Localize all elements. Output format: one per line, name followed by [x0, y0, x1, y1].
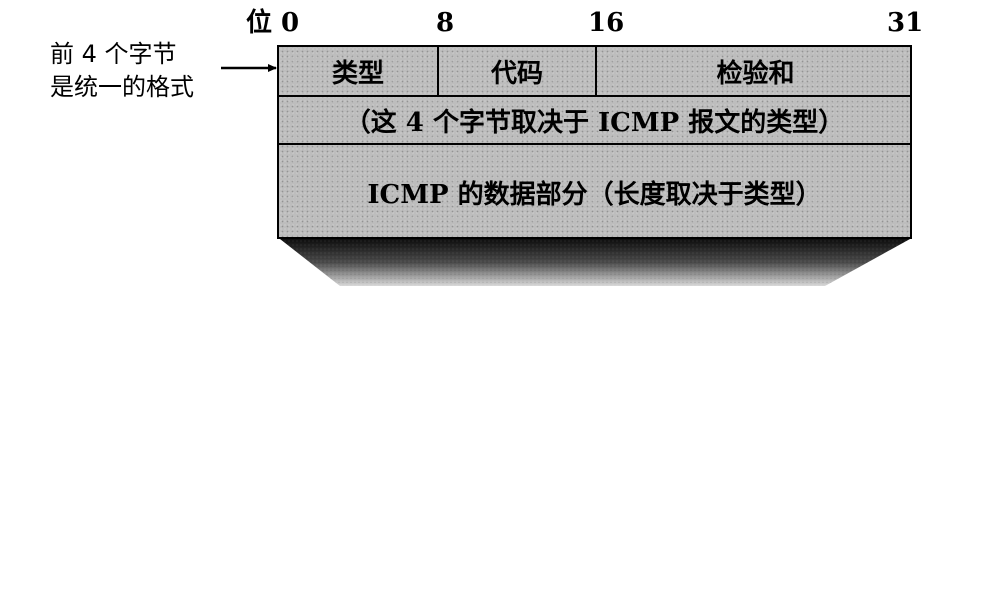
type-field: 类型	[279, 47, 439, 95]
type-dependent-field: （这 4 个字节取决于 ICMP 报文的类型）	[344, 107, 845, 138]
header-note-line-2: 是统一的格式	[50, 73, 194, 101]
icmp-data-field: ICMP 的数据部分（长度取决于类型）	[367, 179, 822, 210]
header-note: 前 4 个字节 是统一的格式	[50, 38, 240, 104]
header-note-line-1: 前 4 个字节	[50, 40, 177, 68]
bit-label-16: 16	[588, 8, 625, 38]
bit-label-31: 31	[887, 8, 924, 38]
data-row: ICMP 的数据部分（长度取决于类型）	[279, 145, 910, 239]
diagram-shadow	[280, 239, 910, 286]
icmp-header-diagram: 类型 代码 检验和 （这 4 个字节取决于 ICMP 报文的类型） ICMP 的…	[277, 45, 912, 239]
type-dependent-row: （这 4 个字节取决于 ICMP 报文的类型）	[279, 97, 910, 145]
code-field: 代码	[439, 47, 597, 95]
diagram-shadow-grain	[280, 239, 910, 286]
bit-label-8: 8	[436, 8, 455, 38]
checksum-field: 检验和	[716, 58, 795, 89]
bit-label-0: 位 0	[246, 8, 300, 38]
header-row: 类型 代码 检验和	[279, 47, 910, 97]
